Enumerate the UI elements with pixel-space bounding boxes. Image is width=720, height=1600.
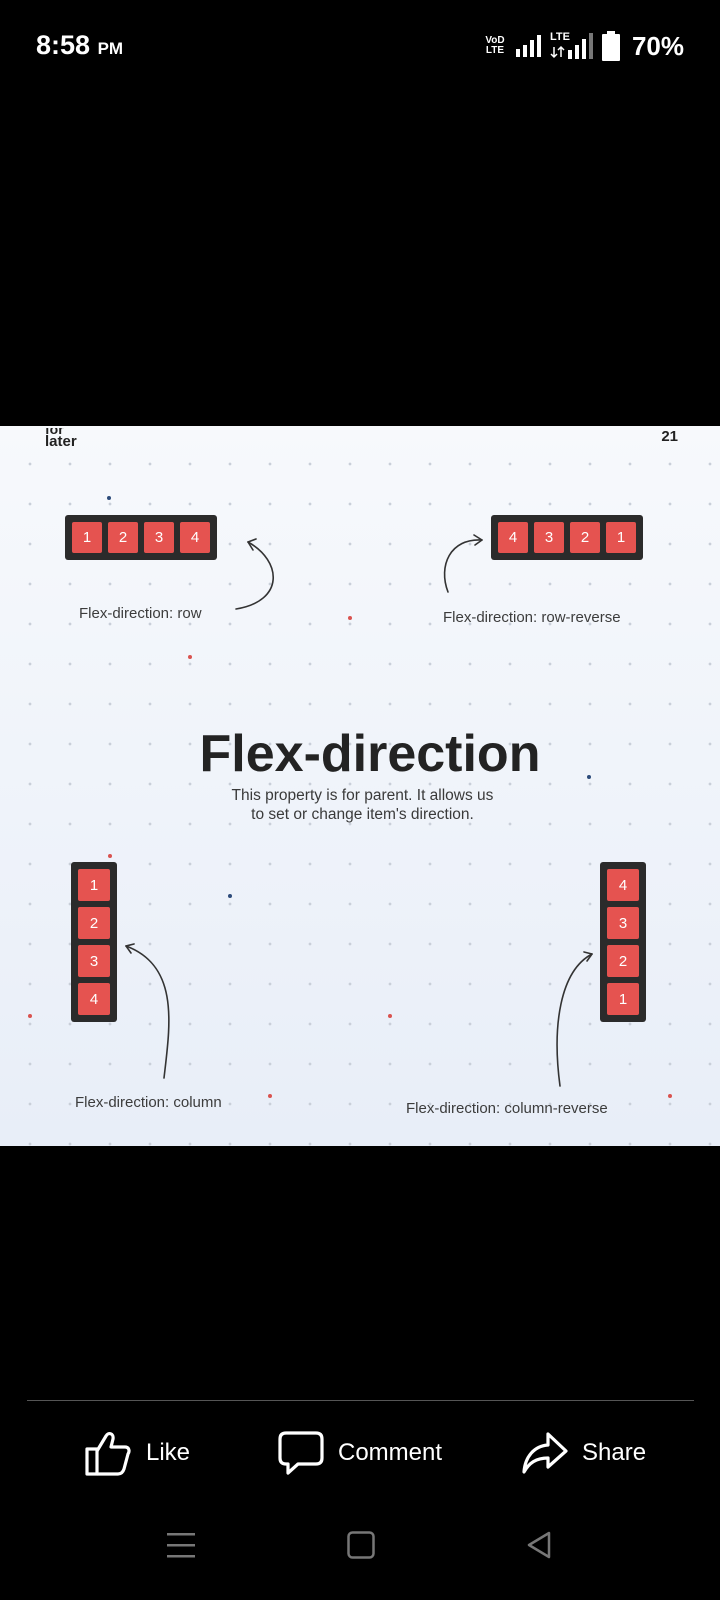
- battery-percent: 70%: [631, 30, 684, 61]
- action-divider: [27, 1400, 694, 1401]
- column-reverse-arrow: [556, 953, 593, 1087]
- decor-dot: [228, 894, 232, 898]
- post-description: This property is for parent. It allows u…: [231, 787, 494, 823]
- column-reverse-item: 3: [607, 907, 639, 939]
- lte-label: LTE: [549, 31, 570, 43]
- row-label: Flex-direction: row: [79, 605, 202, 622]
- navigation-bar: [0, 1530, 720, 1570]
- status-indicators: VoD LTE LTE 70%: [482, 30, 684, 62]
- clock-time: 8:58: [36, 30, 91, 60]
- menu-lines-icon[interactable]: [167, 1530, 195, 1565]
- row-item: 2: [108, 522, 138, 553]
- column-item: 4: [78, 983, 110, 1015]
- decor-dot: [188, 655, 192, 659]
- column-reverse-label: Flex-direction: column-reverse: [406, 1100, 608, 1117]
- corner-text-left: for later: [45, 428, 77, 449]
- row-reverse-item: 2: [570, 522, 600, 553]
- row-arrow: [235, 541, 274, 610]
- share-arrow-icon: [522, 1432, 568, 1474]
- lte-signal: LTE: [549, 31, 594, 59]
- row-container: 1 2 3 4: [65, 515, 217, 560]
- column-reverse-item: 1: [607, 983, 639, 1015]
- like-label: Like: [146, 1439, 191, 1466]
- column-arrow: [125, 945, 170, 1079]
- status-bar: 8:58 PM VoD LTE LTE 70%: [0, 0, 720, 90]
- arrow-lines: [125, 534, 593, 1087]
- decor-dot: [668, 1094, 672, 1098]
- page-number: 21: [661, 428, 678, 445]
- comment-button[interactable]: Comment: [278, 1428, 442, 1478]
- column-reverse-item: 2: [607, 945, 639, 977]
- row-reverse-arrow: [443, 539, 483, 593]
- column-container: 1 2 3 4: [71, 862, 117, 1022]
- column-reverse-item: 4: [607, 869, 639, 901]
- post-image[interactable]: for later 21 1 2 3 4 Flex-direction: row…: [0, 426, 720, 1146]
- column-item: 2: [78, 907, 110, 939]
- comment-bubble-icon: [278, 1431, 324, 1475]
- square-home-icon[interactable]: [347, 1530, 375, 1565]
- decor-dot: [108, 854, 112, 858]
- volte-indicator: VoD LTE: [485, 35, 505, 56]
- row-reverse-item: 1: [606, 522, 636, 553]
- column-item: 3: [78, 945, 110, 977]
- column-reverse-container: 4 3 2 1: [600, 862, 646, 1022]
- row-reverse-item: 4: [498, 522, 528, 553]
- post-title: Flex-direction: [199, 725, 541, 783]
- decor-dot: [348, 616, 352, 620]
- signal-icon-2: [550, 33, 593, 59]
- share-label: Share: [582, 1439, 647, 1466]
- decor-dot: [587, 775, 591, 779]
- decor-dot: [107, 496, 111, 500]
- corner-text-later: later: [45, 433, 77, 450]
- column-label: Flex-direction: column: [75, 1094, 222, 1111]
- share-button[interactable]: Share: [522, 1428, 646, 1478]
- row-item: 1: [72, 522, 102, 553]
- row-reverse-item: 3: [534, 522, 564, 553]
- decor-dot: [388, 1014, 392, 1018]
- comment-label: Comment: [338, 1439, 443, 1466]
- triangle-back-icon[interactable]: [525, 1530, 553, 1565]
- decor-dot: [268, 1094, 272, 1098]
- like-button[interactable]: Like: [84, 1428, 190, 1478]
- row-reverse-container: 4 3 2 1: [491, 515, 643, 560]
- corner-text-cut: for: [45, 428, 77, 434]
- column-item: 1: [78, 869, 110, 901]
- decor-dot: [28, 1014, 32, 1018]
- row-item: 3: [144, 522, 174, 553]
- row-item: 4: [180, 522, 210, 553]
- row-reverse-label: Flex-direction: row-reverse: [443, 609, 621, 626]
- signal-icon: [515, 35, 541, 57]
- status-time: 8:58 PM: [36, 30, 123, 61]
- clock-ampm: PM: [97, 39, 124, 58]
- thumbs-up-icon: [85, 1432, 131, 1476]
- battery-icon: [601, 31, 620, 61]
